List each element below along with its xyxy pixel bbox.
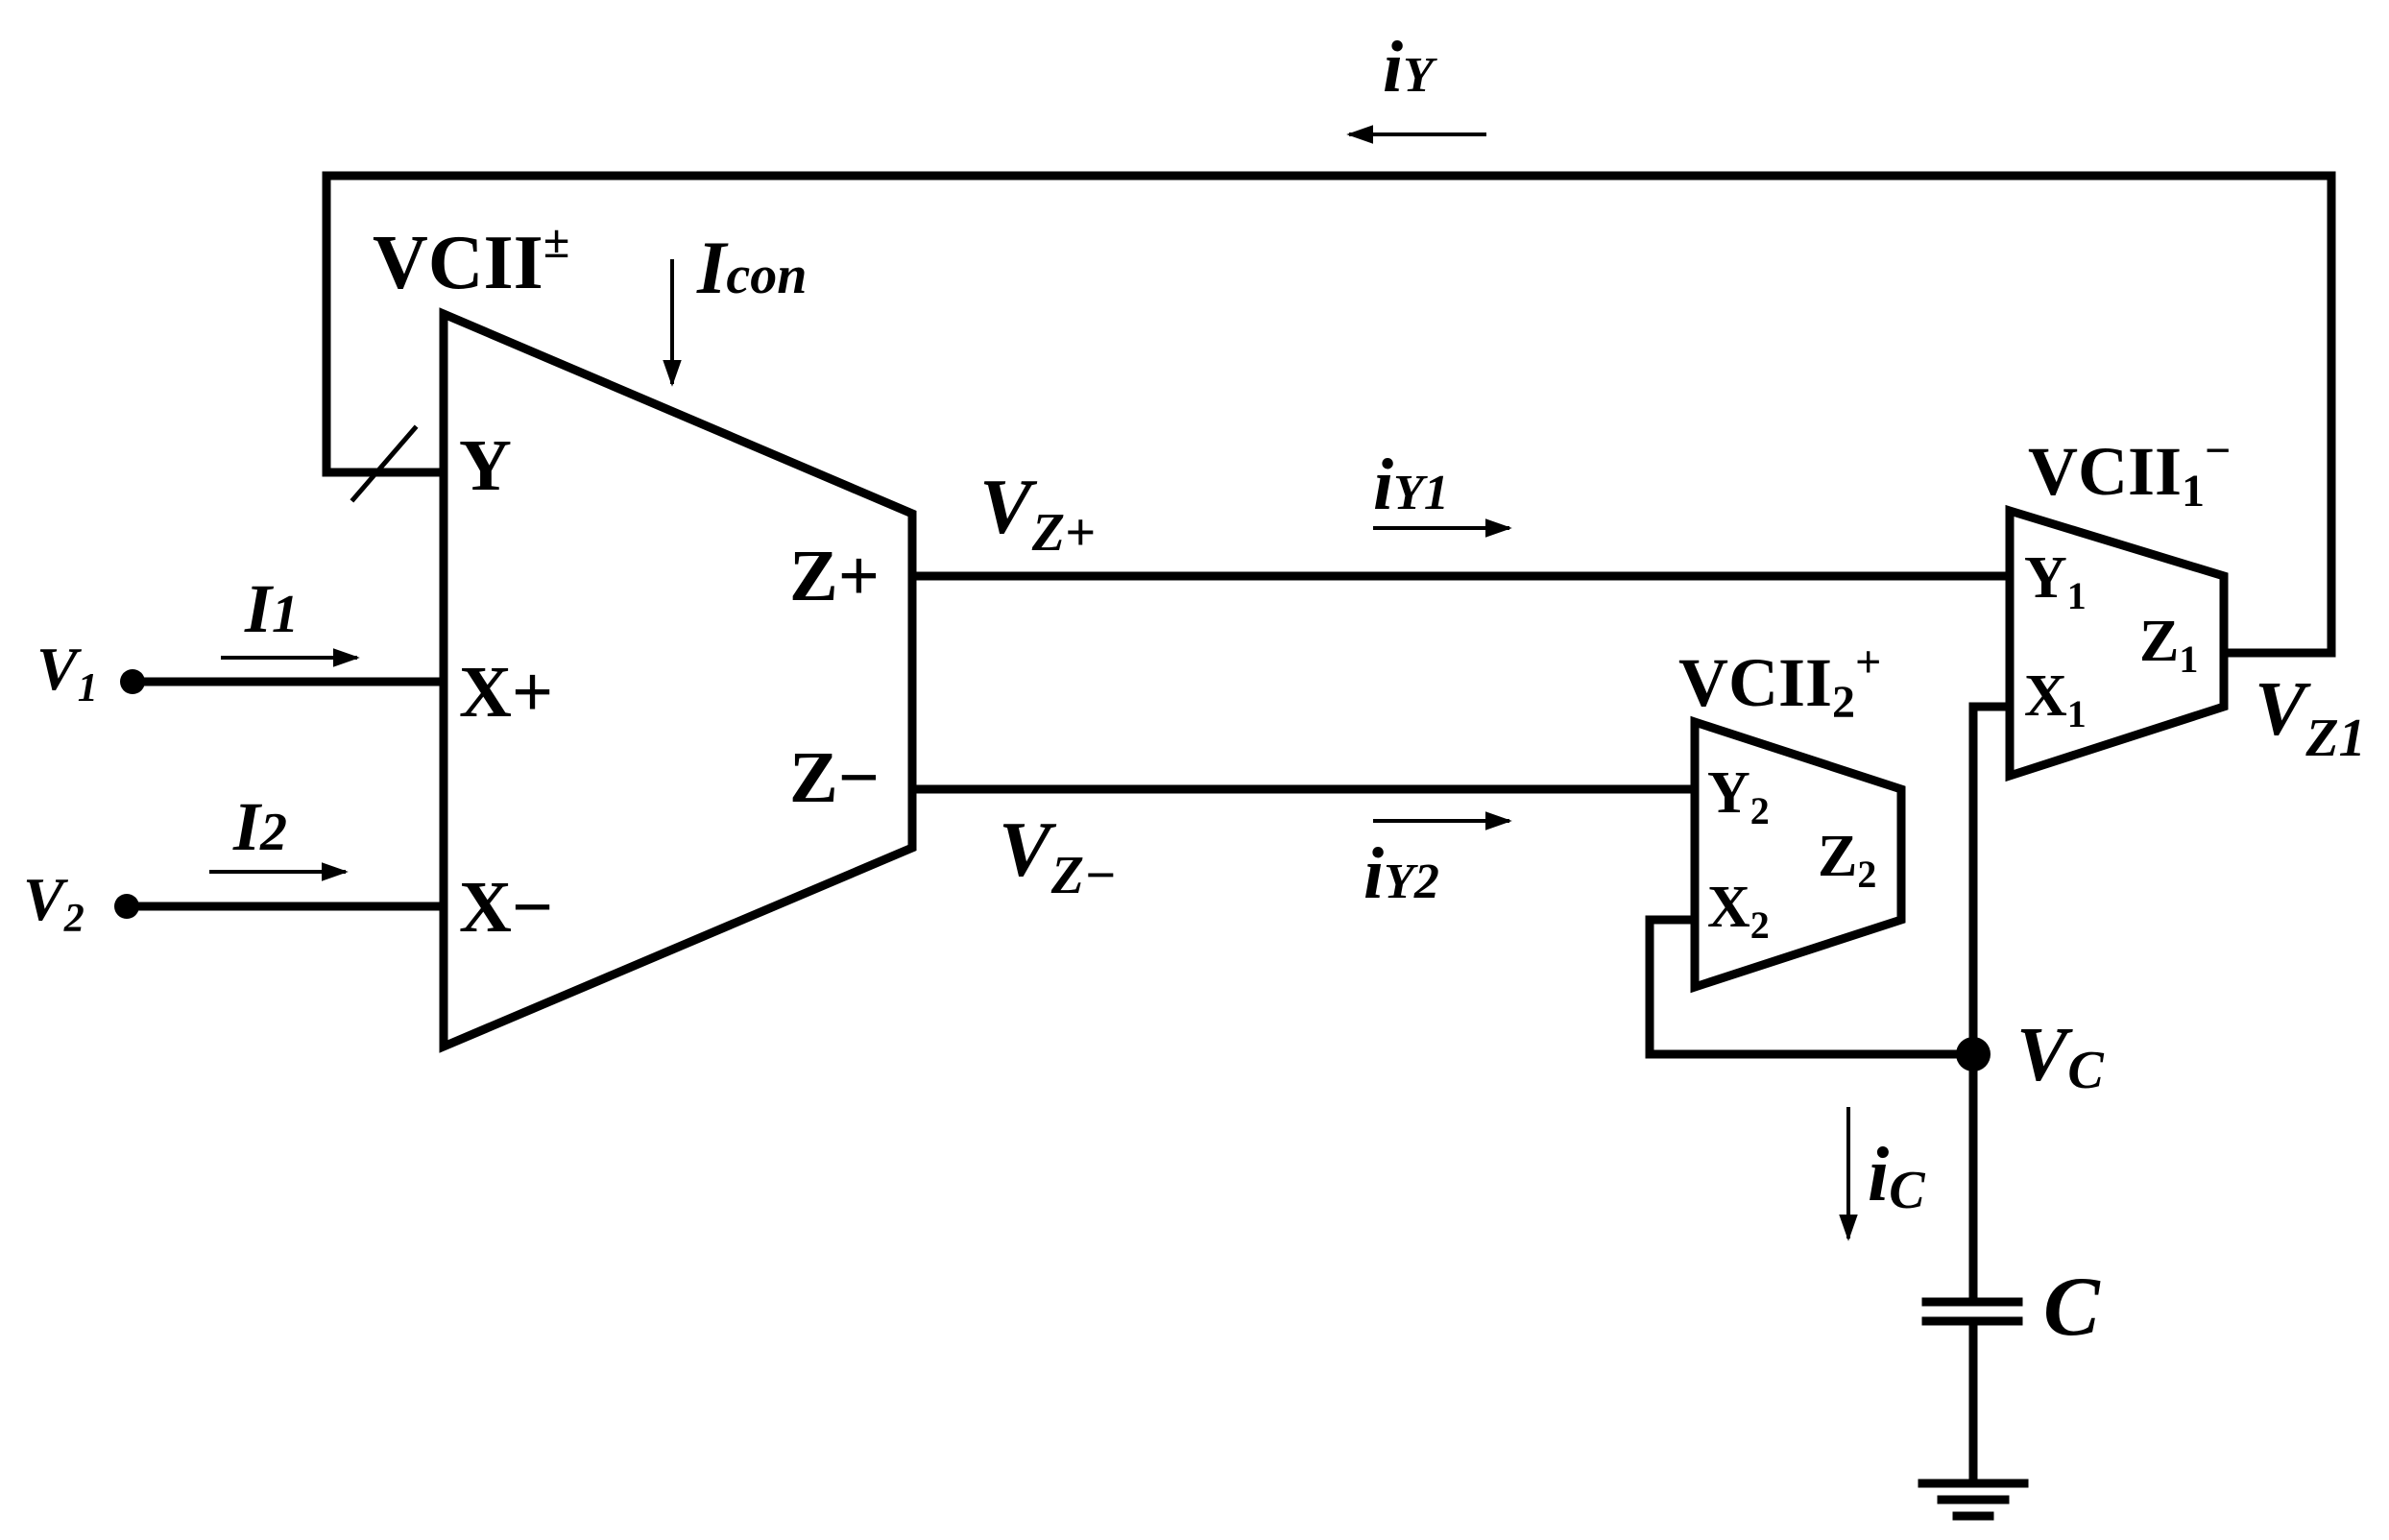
port-zminus-label: Z− bbox=[789, 737, 880, 818]
capacitor-label: C bbox=[2043, 1261, 2101, 1354]
iy-label: iY bbox=[1383, 27, 1437, 108]
v1-label: V1 bbox=[36, 635, 98, 710]
x1-wire bbox=[1968, 702, 2015, 1059]
vcii1-block bbox=[2005, 504, 2229, 782]
iy2-label: iY2 bbox=[1363, 833, 1439, 914]
port-xplus-label: X+ bbox=[459, 652, 553, 733]
vzminus-label: VZ− bbox=[999, 806, 1117, 905]
port-y-label: Y bbox=[459, 425, 512, 506]
iy1-label: iY1 bbox=[1373, 445, 1449, 525]
vcii1-x-label: X1 bbox=[2024, 663, 2087, 735]
vcii1-z-label: Z1 bbox=[2139, 609, 2198, 681]
vc-node-label: VC bbox=[2016, 1013, 2104, 1100]
x2-wire bbox=[1645, 915, 1978, 1059]
v2-label: V2 bbox=[23, 865, 84, 941]
i2-label: I2 bbox=[232, 788, 287, 865]
v2-terminal bbox=[114, 894, 139, 919]
vcii2-title: VCII2+ bbox=[1678, 637, 1881, 728]
v1-terminal bbox=[120, 669, 145, 694]
control-current-label: Icon bbox=[696, 226, 807, 309]
vcii1-y-label: Y1 bbox=[2024, 545, 2087, 617]
vcii2-z-label: Z2 bbox=[1818, 824, 1876, 896]
vcii1-title: VCII1− bbox=[2028, 425, 2231, 517]
vcii2-x-label: X2 bbox=[1707, 875, 1770, 947]
vcii2-y-label: Y2 bbox=[1707, 760, 1770, 832]
vc-node-dot bbox=[1956, 1037, 1991, 1071]
feedback-wire bbox=[322, 171, 2336, 658]
main-vcii-block bbox=[439, 307, 917, 1053]
port-zplus-label: Z+ bbox=[789, 536, 880, 616]
vz1-label: VZ1 bbox=[2255, 667, 2366, 768]
y-input-slash bbox=[350, 424, 419, 503]
vzplus-label: VZ+ bbox=[979, 463, 1096, 563]
main-block-label: VCII± bbox=[373, 214, 569, 305]
i1-label: I1 bbox=[244, 570, 299, 647]
port-xminus-label: X− bbox=[459, 867, 553, 948]
ic-label: iC bbox=[1868, 1133, 1925, 1220]
vcii2-block bbox=[1690, 715, 1906, 994]
